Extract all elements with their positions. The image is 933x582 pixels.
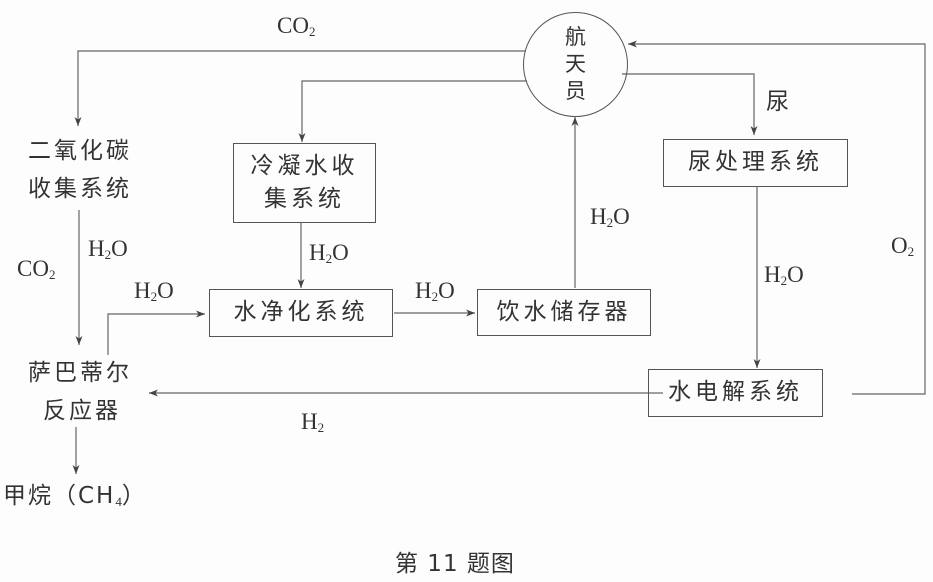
water-purification-label: 水净化系统 xyxy=(233,299,369,326)
h2o-sub: 2 xyxy=(606,215,614,230)
label-co2-top-sub: 2 xyxy=(308,24,316,39)
h2o-sub: 2 xyxy=(325,251,333,266)
condensate-collection-box: 冷凝水收集系统 xyxy=(233,143,376,223)
drinking-storage-box: 饮水储存器 xyxy=(477,289,651,336)
label-o2: O2 xyxy=(891,234,914,258)
label-co2-top-main: CO xyxy=(277,13,309,38)
co2-collection-line-2: 收集系统 xyxy=(28,176,132,202)
urine-processing-label: 尿处理系统 xyxy=(688,149,823,176)
h2o-main: H xyxy=(309,240,326,265)
h2o-tail: O xyxy=(111,236,128,261)
label-urine: 尿 xyxy=(766,89,792,115)
co2-collection-line-1: 二氧化碳 xyxy=(28,138,132,164)
drinking-storage-label: 饮水储存器 xyxy=(496,298,632,325)
h2o-tail: O xyxy=(332,240,349,265)
h2o-tail: O xyxy=(157,278,174,303)
o2-main: O xyxy=(891,233,908,258)
label-h2o-urine-to-electrolysis: H2O xyxy=(764,263,804,287)
edge-astronaut-to-urine xyxy=(622,73,758,135)
edge-astronaut-to-co2-collection xyxy=(74,50,525,126)
astronaut-char-2: 天 xyxy=(565,51,586,76)
condensate-line-2: 集系统 xyxy=(264,186,345,212)
condensate-label: 冷凝水收集系统 xyxy=(251,150,359,217)
co2-main: CO xyxy=(17,256,49,281)
edge-electrolysis-to-astronaut-o2 xyxy=(628,40,926,395)
h2o-main: H xyxy=(88,236,105,261)
h2o-tail: O xyxy=(613,204,630,229)
urine-processing-box: 尿处理系统 xyxy=(663,139,848,187)
electrolysis-label: 水电解系统 xyxy=(668,379,803,406)
sabatier-line-1: 萨巴蒂尔 xyxy=(28,360,132,386)
h2-main: H xyxy=(301,409,318,434)
h2o-main: H xyxy=(590,204,607,229)
methane-text: 甲烷（CH xyxy=(3,483,116,509)
sabatier-line-2: 反应器 xyxy=(43,398,121,424)
h2o-main: H xyxy=(415,278,432,303)
condensate-line-1: 冷凝水收 xyxy=(250,152,359,179)
water-purification-box: 水净化系统 xyxy=(209,289,393,337)
methane-label: 甲烷（CH4） xyxy=(3,483,148,509)
h2-sub: 2 xyxy=(317,420,325,435)
label-h2o-condensate: H2O xyxy=(309,241,349,265)
electrolysis-box: 水电解系统 xyxy=(648,369,823,417)
h2o-sub: 2 xyxy=(431,289,439,304)
astronaut-char-1: 航 xyxy=(565,24,586,49)
h2o-main: H xyxy=(764,262,781,287)
h2o-sub: 2 xyxy=(150,289,158,304)
figure-caption: 第 11 题图 xyxy=(395,551,515,577)
methane-sub: 4 xyxy=(115,494,122,509)
astronaut-char-3: 员 xyxy=(565,79,586,104)
label-h2: H2 xyxy=(301,410,324,434)
label-co2-top: CO2 xyxy=(277,14,315,38)
h2o-tail: O xyxy=(438,278,455,303)
o2-sub: 2 xyxy=(907,244,915,259)
label-co2-left: CO2 xyxy=(17,257,55,281)
h2o-tail: O xyxy=(787,262,804,287)
label-h2o-left: H2O xyxy=(88,237,128,261)
astronaut-node: 航 天 员 xyxy=(523,12,628,117)
label-h2o-sabatier-to-purify: H2O xyxy=(134,279,174,303)
h2o-sub: 2 xyxy=(104,247,112,262)
edge-astronaut-to-condensate xyxy=(298,80,527,142)
label-h2o-storage-to-astronaut: H2O xyxy=(590,205,630,229)
methane-close: ） xyxy=(121,483,148,509)
label-h2o-purify-to-storage: H2O xyxy=(415,279,455,303)
co2-sub: 2 xyxy=(48,267,56,282)
edge-sabatier-to-purification xyxy=(107,310,205,355)
h2o-sub: 2 xyxy=(780,273,788,288)
h2o-main: H xyxy=(134,278,151,303)
